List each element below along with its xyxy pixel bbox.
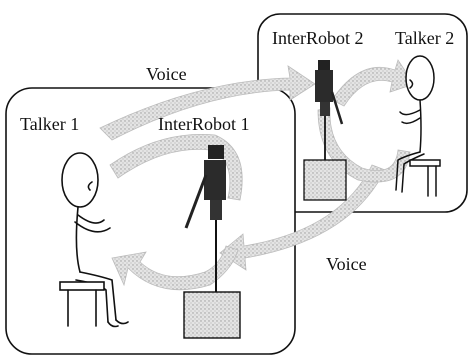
label-interrobot-2: InterRobot 2 [272,28,364,48]
talker-1-figure [59,152,129,328]
interrobot-2-figure [303,60,347,201]
loop-arrow-1b [111,245,239,291]
label-talker-2: Talker 2 [395,28,454,48]
label-talker-1: Talker 1 [20,114,79,134]
label-voice-bottom: Voice [326,254,367,274]
label-interrobot-1: InterRobot 1 [158,114,250,134]
label-voice-top: Voice [146,64,187,84]
interrobot-1-figure [183,145,241,339]
talker-2-figure [395,55,441,197]
loop-arrow-1 [109,134,243,201]
